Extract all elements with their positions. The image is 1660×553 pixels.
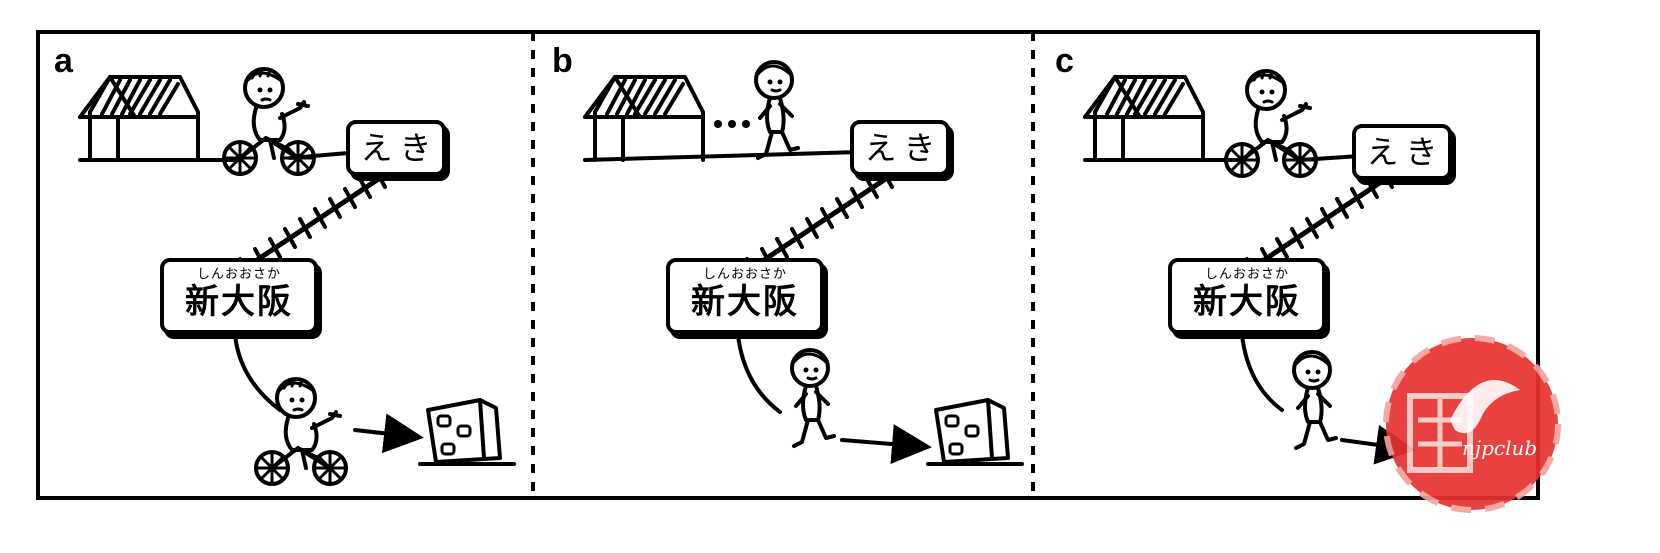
walking-person-icon xyxy=(1292,350,1338,450)
person-on-bicycle-icon xyxy=(224,69,314,174)
panel-label-b: b xyxy=(552,42,573,80)
destination-name: 新大阪 xyxy=(691,282,799,322)
route-line xyxy=(736,333,782,414)
station-sign: えき xyxy=(850,120,950,176)
destination-name: 新大阪 xyxy=(1193,282,1301,322)
destination-sign: しんおおさか 新大阪 xyxy=(666,258,824,334)
station-label: えき xyxy=(864,129,944,167)
route-line xyxy=(1240,333,1284,412)
house-icon xyxy=(583,75,705,162)
station-label: えき xyxy=(1366,133,1446,171)
panel-b xyxy=(583,60,1024,466)
station-sign: えき xyxy=(1352,124,1452,180)
outer-frame xyxy=(36,30,1540,500)
destination-furigana: しんおおさか xyxy=(702,267,787,282)
building-icon xyxy=(418,398,516,466)
destination-name: 新大阪 xyxy=(185,282,293,322)
destination-sign: しんおおさか 新大阪 xyxy=(160,258,318,334)
destination-sign: しんおおさか 新大阪 xyxy=(1168,258,1326,334)
house-icon xyxy=(78,75,200,162)
dots-icon xyxy=(714,120,722,128)
watermark-logo xyxy=(1383,335,1561,513)
person-on-bicycle-icon xyxy=(1226,71,1316,176)
panel-label-c: c xyxy=(1055,42,1074,80)
destination-furigana: しんおおさか xyxy=(1204,267,1289,282)
destination-furigana: しんおおさか xyxy=(196,267,281,282)
person-on-bicycle-icon xyxy=(256,379,346,484)
station-label: えき xyxy=(360,129,440,167)
building-icon xyxy=(926,398,1024,466)
panel-label-a: a xyxy=(54,42,73,80)
station-sign: えき xyxy=(346,120,446,176)
route-line xyxy=(233,333,282,412)
house-icon xyxy=(1083,75,1205,162)
arrow-icon xyxy=(353,413,424,454)
walking-person-icon xyxy=(754,60,800,160)
watermark-text: njpclub xyxy=(1462,436,1538,460)
walking-person-icon xyxy=(790,348,836,448)
road xyxy=(583,150,862,162)
arrow-icon xyxy=(840,424,932,464)
